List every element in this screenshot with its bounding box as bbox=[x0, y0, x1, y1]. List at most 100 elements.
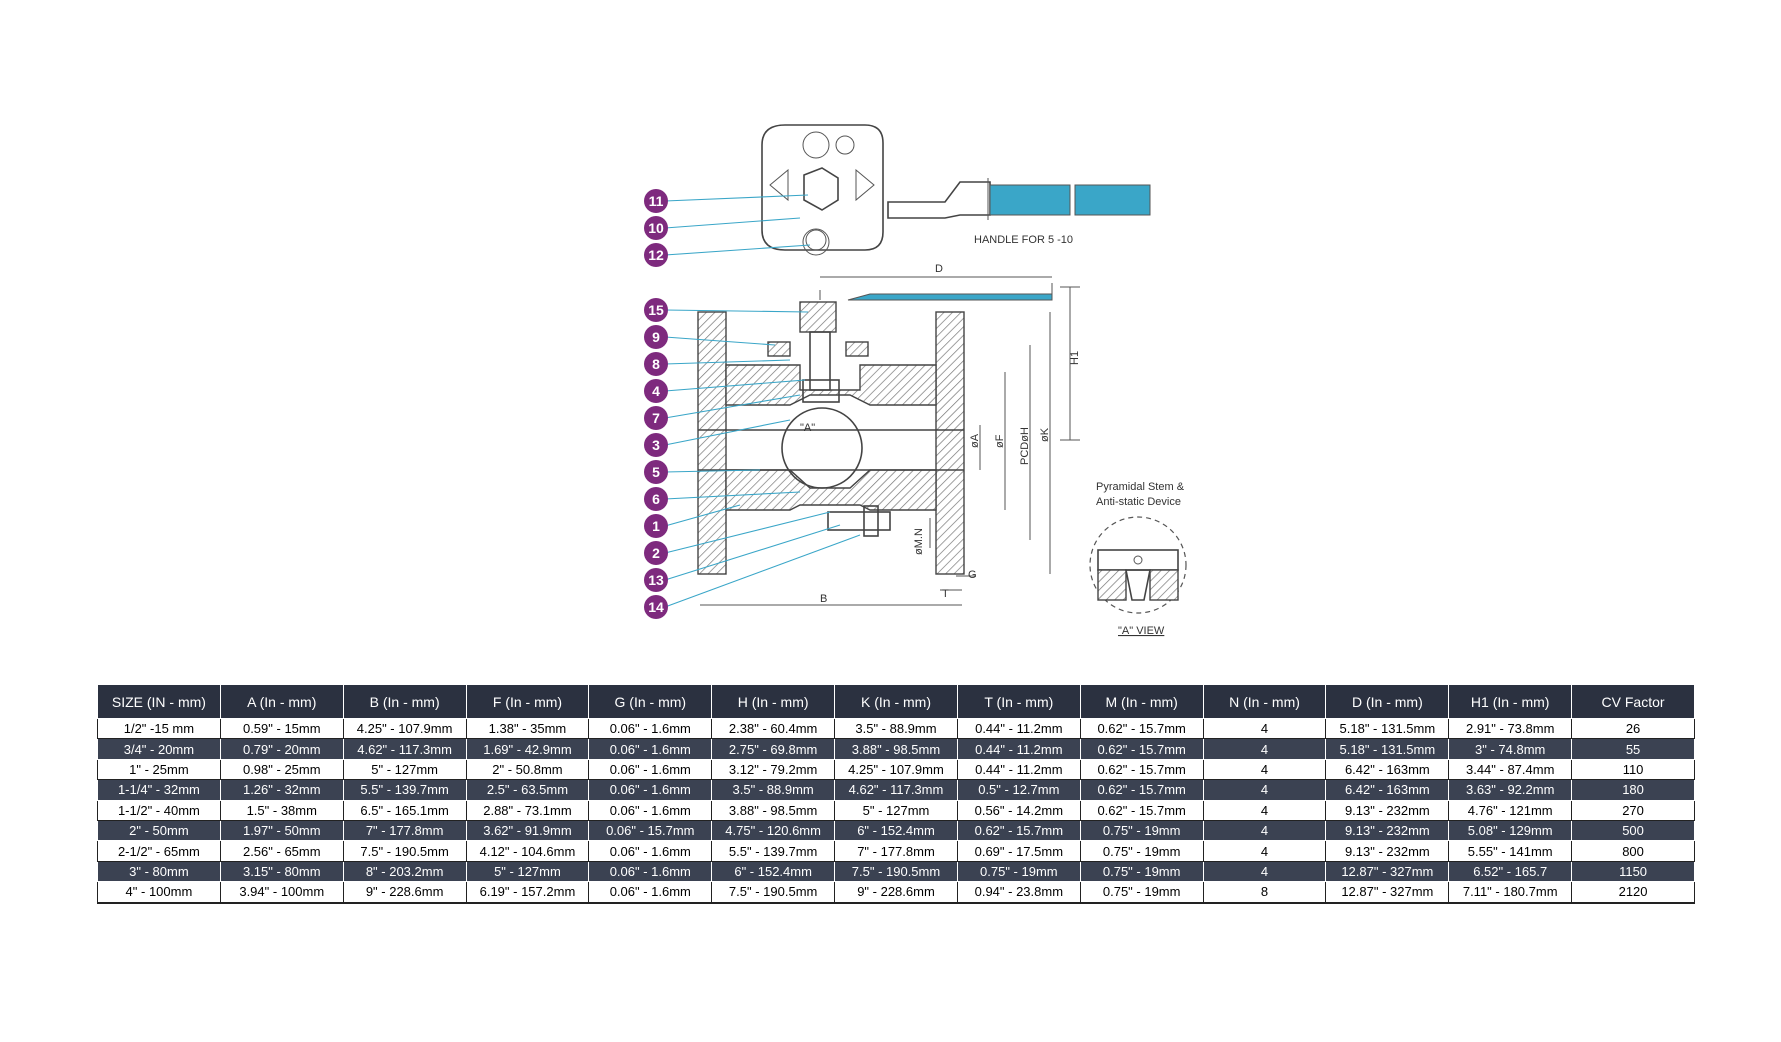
table-cell: 3.88" - 98.5mm bbox=[711, 799, 836, 821]
table-cell: 0.06" - 15.7mm bbox=[588, 819, 713, 842]
table-cell: 5.5" - 139.7mm bbox=[711, 840, 836, 862]
table-cell: 2" - 50mm bbox=[97, 819, 221, 842]
section-marker: "A" bbox=[800, 422, 815, 434]
callout-14: 14 bbox=[644, 595, 668, 619]
callout-9: 9 bbox=[644, 325, 668, 349]
svg-text:8: 8 bbox=[652, 356, 660, 372]
table-cell: 5.55" - 141mm bbox=[1448, 840, 1573, 862]
table-cell: 4 bbox=[1202, 758, 1327, 781]
table-cell: 4 bbox=[1202, 738, 1327, 760]
table-cell: 1-1/4" - 32mm bbox=[97, 779, 221, 801]
table-cell: 0.62" - 15.7mm bbox=[1079, 758, 1204, 781]
table-cell: 2.38" - 60.4mm bbox=[711, 717, 836, 740]
table-cell: 3.94" - 100mm bbox=[219, 881, 344, 904]
column-header: CV Factor bbox=[1571, 684, 1695, 719]
table-cell: 2-1/2" - 65mm bbox=[97, 840, 221, 862]
table-cell: 1150 bbox=[1571, 860, 1695, 883]
table-cell: 4 bbox=[1202, 860, 1327, 883]
dim-h1-label: H1 bbox=[1069, 351, 1081, 365]
callout-15: 15 bbox=[644, 298, 668, 322]
column-header: F (In - mm) bbox=[465, 684, 590, 719]
table-cell: 3/4" - 20mm bbox=[97, 738, 221, 760]
dimension-lines bbox=[700, 286, 1080, 606]
table-cell: 4 bbox=[1202, 717, 1327, 740]
table-cell: 55 bbox=[1571, 738, 1695, 760]
table-cell: 3" - 74.8mm bbox=[1448, 738, 1573, 760]
table-cell: 4 bbox=[1202, 819, 1327, 842]
table-cell: 6.52" - 165.7 bbox=[1448, 860, 1573, 883]
column-header: SIZE (IN - mm) bbox=[97, 684, 221, 719]
a-view-label: "A" VIEW bbox=[1118, 625, 1165, 637]
column-header: M (In - mm) bbox=[1079, 684, 1204, 719]
table-cell: 9.13" - 232mm bbox=[1325, 840, 1450, 862]
leader-lines bbox=[664, 194, 861, 608]
table-cell: 3.63" - 92.2mm bbox=[1448, 779, 1573, 801]
dim-f-label: øF bbox=[994, 434, 1006, 448]
table-cell: 0.98" - 25mm bbox=[219, 758, 344, 781]
svg-text:7: 7 bbox=[652, 410, 660, 426]
table-cell: 3.15" - 80mm bbox=[219, 860, 344, 883]
dim-b-label: B bbox=[820, 593, 827, 605]
table-cell: 5.18" - 131.5mm bbox=[1325, 717, 1450, 740]
table-cell: 0.75" - 19mm bbox=[956, 860, 1081, 883]
svg-text:2: 2 bbox=[652, 545, 660, 561]
table-cell: 3.88" - 98.5mm bbox=[834, 738, 958, 760]
callout-6: 6 bbox=[644, 487, 668, 511]
svg-text:6: 6 bbox=[652, 491, 660, 507]
table-cell: 0.06" - 1.6mm bbox=[588, 799, 713, 821]
table-cell: 0.75" - 19mm bbox=[1079, 881, 1204, 904]
column-header: G (In - mm) bbox=[588, 684, 713, 719]
column-header: T (In - mm) bbox=[956, 684, 1081, 719]
table-cell: 0.06" - 1.6mm bbox=[588, 840, 713, 862]
a-view-detail bbox=[1089, 516, 1187, 614]
table-cell: 1/2" -15 mm bbox=[97, 717, 221, 740]
callout-7: 7 bbox=[644, 406, 668, 430]
table-cell: 0.44" - 11.2mm bbox=[956, 717, 1081, 740]
svg-text:4: 4 bbox=[652, 383, 660, 399]
table-cell: 5" - 127mm bbox=[342, 758, 467, 781]
svg-text:11: 11 bbox=[649, 193, 664, 209]
table-cell: 8" - 203.2mm bbox=[342, 860, 467, 883]
dim-pcd-label: PCDøH bbox=[1019, 427, 1031, 465]
table-cell: 4 bbox=[1202, 779, 1327, 801]
dim-mn-label: øM.N bbox=[913, 528, 925, 555]
table-cell: 4.25" - 107.9mm bbox=[834, 758, 958, 781]
table-cell: 12.87" - 327mm bbox=[1325, 860, 1450, 883]
table-cell: 2.5" - 63.5mm bbox=[465, 779, 590, 801]
table-cell: 4.62" - 117.3mm bbox=[834, 779, 958, 801]
table-cell: 7.11" - 180.7mm bbox=[1448, 881, 1573, 904]
table-cell: 1.69" - 42.9mm bbox=[465, 738, 590, 760]
svg-text:10: 10 bbox=[648, 220, 664, 236]
table-cell: 4 bbox=[1202, 840, 1327, 862]
lever-handle bbox=[819, 276, 1053, 301]
table-cell: 6.42" - 163mm bbox=[1325, 758, 1450, 781]
callout-11: 11 bbox=[644, 189, 668, 213]
column-header: B (In - mm) bbox=[342, 684, 467, 719]
dim-d-label: D bbox=[935, 263, 943, 275]
svg-text:1: 1 bbox=[652, 518, 660, 534]
svg-text:12: 12 bbox=[648, 247, 664, 263]
table-cell: 5.08" - 129mm bbox=[1448, 819, 1573, 842]
table-cell: 5" - 127mm bbox=[465, 860, 590, 883]
table-cell: 9" - 228.6mm bbox=[834, 881, 958, 904]
dim-k-label: øK bbox=[1039, 427, 1051, 442]
table-cell: 0.06" - 1.6mm bbox=[588, 738, 713, 760]
table-cell: 0.94" - 23.8mm bbox=[956, 881, 1081, 904]
table-cell: 6" - 152.4mm bbox=[834, 819, 958, 842]
table-cell: 4.62" - 117.3mm bbox=[342, 738, 467, 760]
table-cell: 7.5" - 190.5mm bbox=[834, 860, 958, 883]
table-cell: 26 bbox=[1571, 717, 1695, 740]
table-cell: 9.13" - 232mm bbox=[1325, 819, 1450, 842]
table-cell: 0.75" - 19mm bbox=[1079, 860, 1204, 883]
valve-body-section bbox=[697, 301, 965, 575]
table-cell: 0.62" - 15.7mm bbox=[1079, 738, 1204, 760]
callout-12: 12 bbox=[644, 243, 668, 267]
svg-text:13: 13 bbox=[648, 572, 664, 588]
